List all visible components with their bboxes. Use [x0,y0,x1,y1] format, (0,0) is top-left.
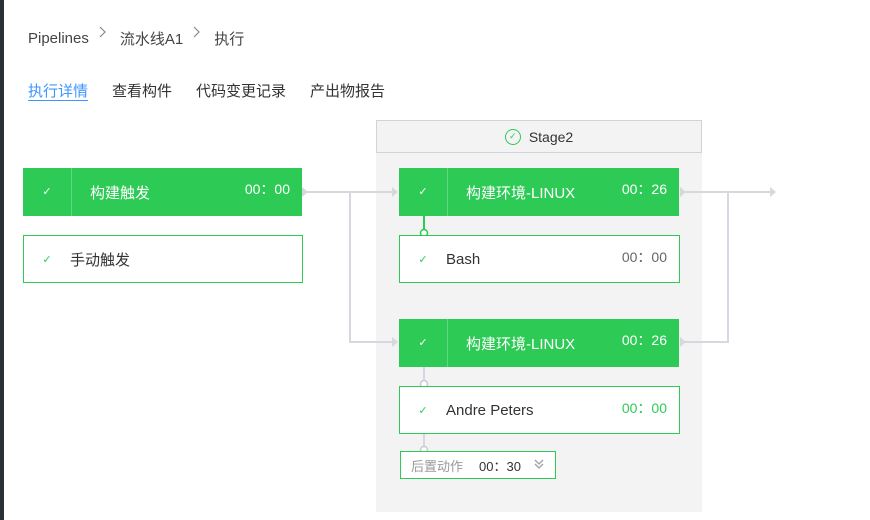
chevron-right-icon [99,26,111,41]
check-circle-icon: ✓ [504,128,521,145]
tab-output-report[interactable]: 产出物报告 [310,83,386,100]
task-bash[interactable]: ✓ Bash 00：00 [399,235,680,283]
job-build-env-linux-2[interactable]: ✓ 构建环境-LINUX 00：26 [399,319,679,367]
task-manual-trigger[interactable]: ✓ 手动触发 [23,235,303,283]
task-duration: 00：00 [621,249,667,265]
check-icon: ✓ [42,253,52,266]
tab-bar: 执行详情 查看构件 代码变更记录 产出物报告 [28,80,409,101]
post-action-duration: 00：30 [479,458,521,474]
task-duration: 00：00 [621,400,667,416]
breadcrumb-current: 执行 [214,30,245,48]
task-name: 手动触发 [70,251,131,269]
breadcrumb-pipelines[interactable]: Pipelines [28,29,89,47]
job-name: 构建触发 [90,184,151,202]
job-duration: 00：26 [621,332,667,348]
stage-header[interactable]: ✓ Stage2 [376,120,702,153]
tab-artifacts[interactable]: 查看构件 [112,83,173,100]
breadcrumb: Pipelines 流水线A1 执行 [28,26,244,50]
job-name: 构建环境-LINUX [466,335,576,353]
job-build-env-linux-1[interactable]: ✓ 构建环境-LINUX 00：26 [399,168,679,216]
task-name: Andre Peters [446,401,534,419]
check-icon: ✓ [418,253,428,266]
job-trigger-header[interactable]: ✓ 构建触发 00：00 [23,168,302,216]
left-panel-edge [0,0,4,520]
check-icon: ✓ [23,168,72,216]
job-duration: 00：26 [621,181,667,197]
breadcrumb-pipeline[interactable]: 流水线A1 [119,30,184,48]
job-name: 构建环境-LINUX [466,184,576,202]
tab-execution-details[interactable]: 执行详情 [28,83,89,100]
task-name: Bash [446,250,481,268]
check-icon: ✓ [399,168,448,216]
check-icon: ✓ [418,404,428,417]
check-icon: ✓ [399,319,448,367]
post-action-label: 后置动作 [411,458,464,474]
tab-code-changes[interactable]: 代码变更记录 [196,83,287,100]
chevron-right-icon [193,26,205,41]
stage-name: Stage2 [528,128,574,145]
double-chevron-down-icon[interactable] [533,458,545,472]
job-duration: 00：00 [244,181,290,197]
post-action[interactable]: 后置动作 00：30 [400,451,556,479]
task-andre-peters[interactable]: ✓ Andre Peters 00：00 [399,386,680,434]
